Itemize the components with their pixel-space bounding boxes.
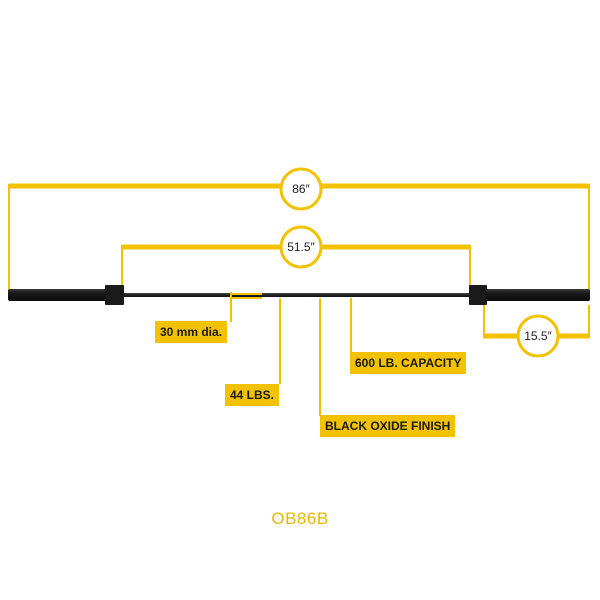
sleeve-length-bracket <box>483 305 590 339</box>
barbell-shaft <box>124 293 470 297</box>
barbell <box>8 285 590 305</box>
right-sleeve <box>486 289 590 301</box>
sleeve-length-badge: 15.5″ <box>516 314 560 358</box>
diameter-tag: 30 mm dia. <box>155 321 228 343</box>
overall-length-badge: 86″ <box>279 167 323 211</box>
shaft-length-label: 51.5″ <box>287 240 315 254</box>
model-number: OB86B <box>271 509 329 528</box>
finish-tag: BLACK OXIDE FINISH <box>320 415 456 437</box>
finish-label: BLACK OXIDE FINISH <box>325 419 451 433</box>
left-sleeve <box>8 289 106 301</box>
leader-lines <box>279 298 352 416</box>
capacity-tag: 600 LB. CAPACITY <box>350 352 467 374</box>
right-collar <box>469 285 487 305</box>
weight-tag: 44 LBS. <box>225 384 280 406</box>
capacity-label: 600 LB. CAPACITY <box>355 356 462 370</box>
overall-length-label: 86″ <box>292 182 310 196</box>
sleeve-length-label: 15.5″ <box>524 329 552 343</box>
weight-label: 44 LBS. <box>230 388 275 402</box>
shaft-length-bracket <box>121 244 471 290</box>
diameter-callout-line <box>230 292 262 322</box>
left-collar <box>105 285 124 305</box>
overall-length-bracket <box>8 183 590 292</box>
shaft-length-badge: 51.5″ <box>279 225 323 269</box>
diameter-label: 30 mm dia. <box>160 325 223 339</box>
